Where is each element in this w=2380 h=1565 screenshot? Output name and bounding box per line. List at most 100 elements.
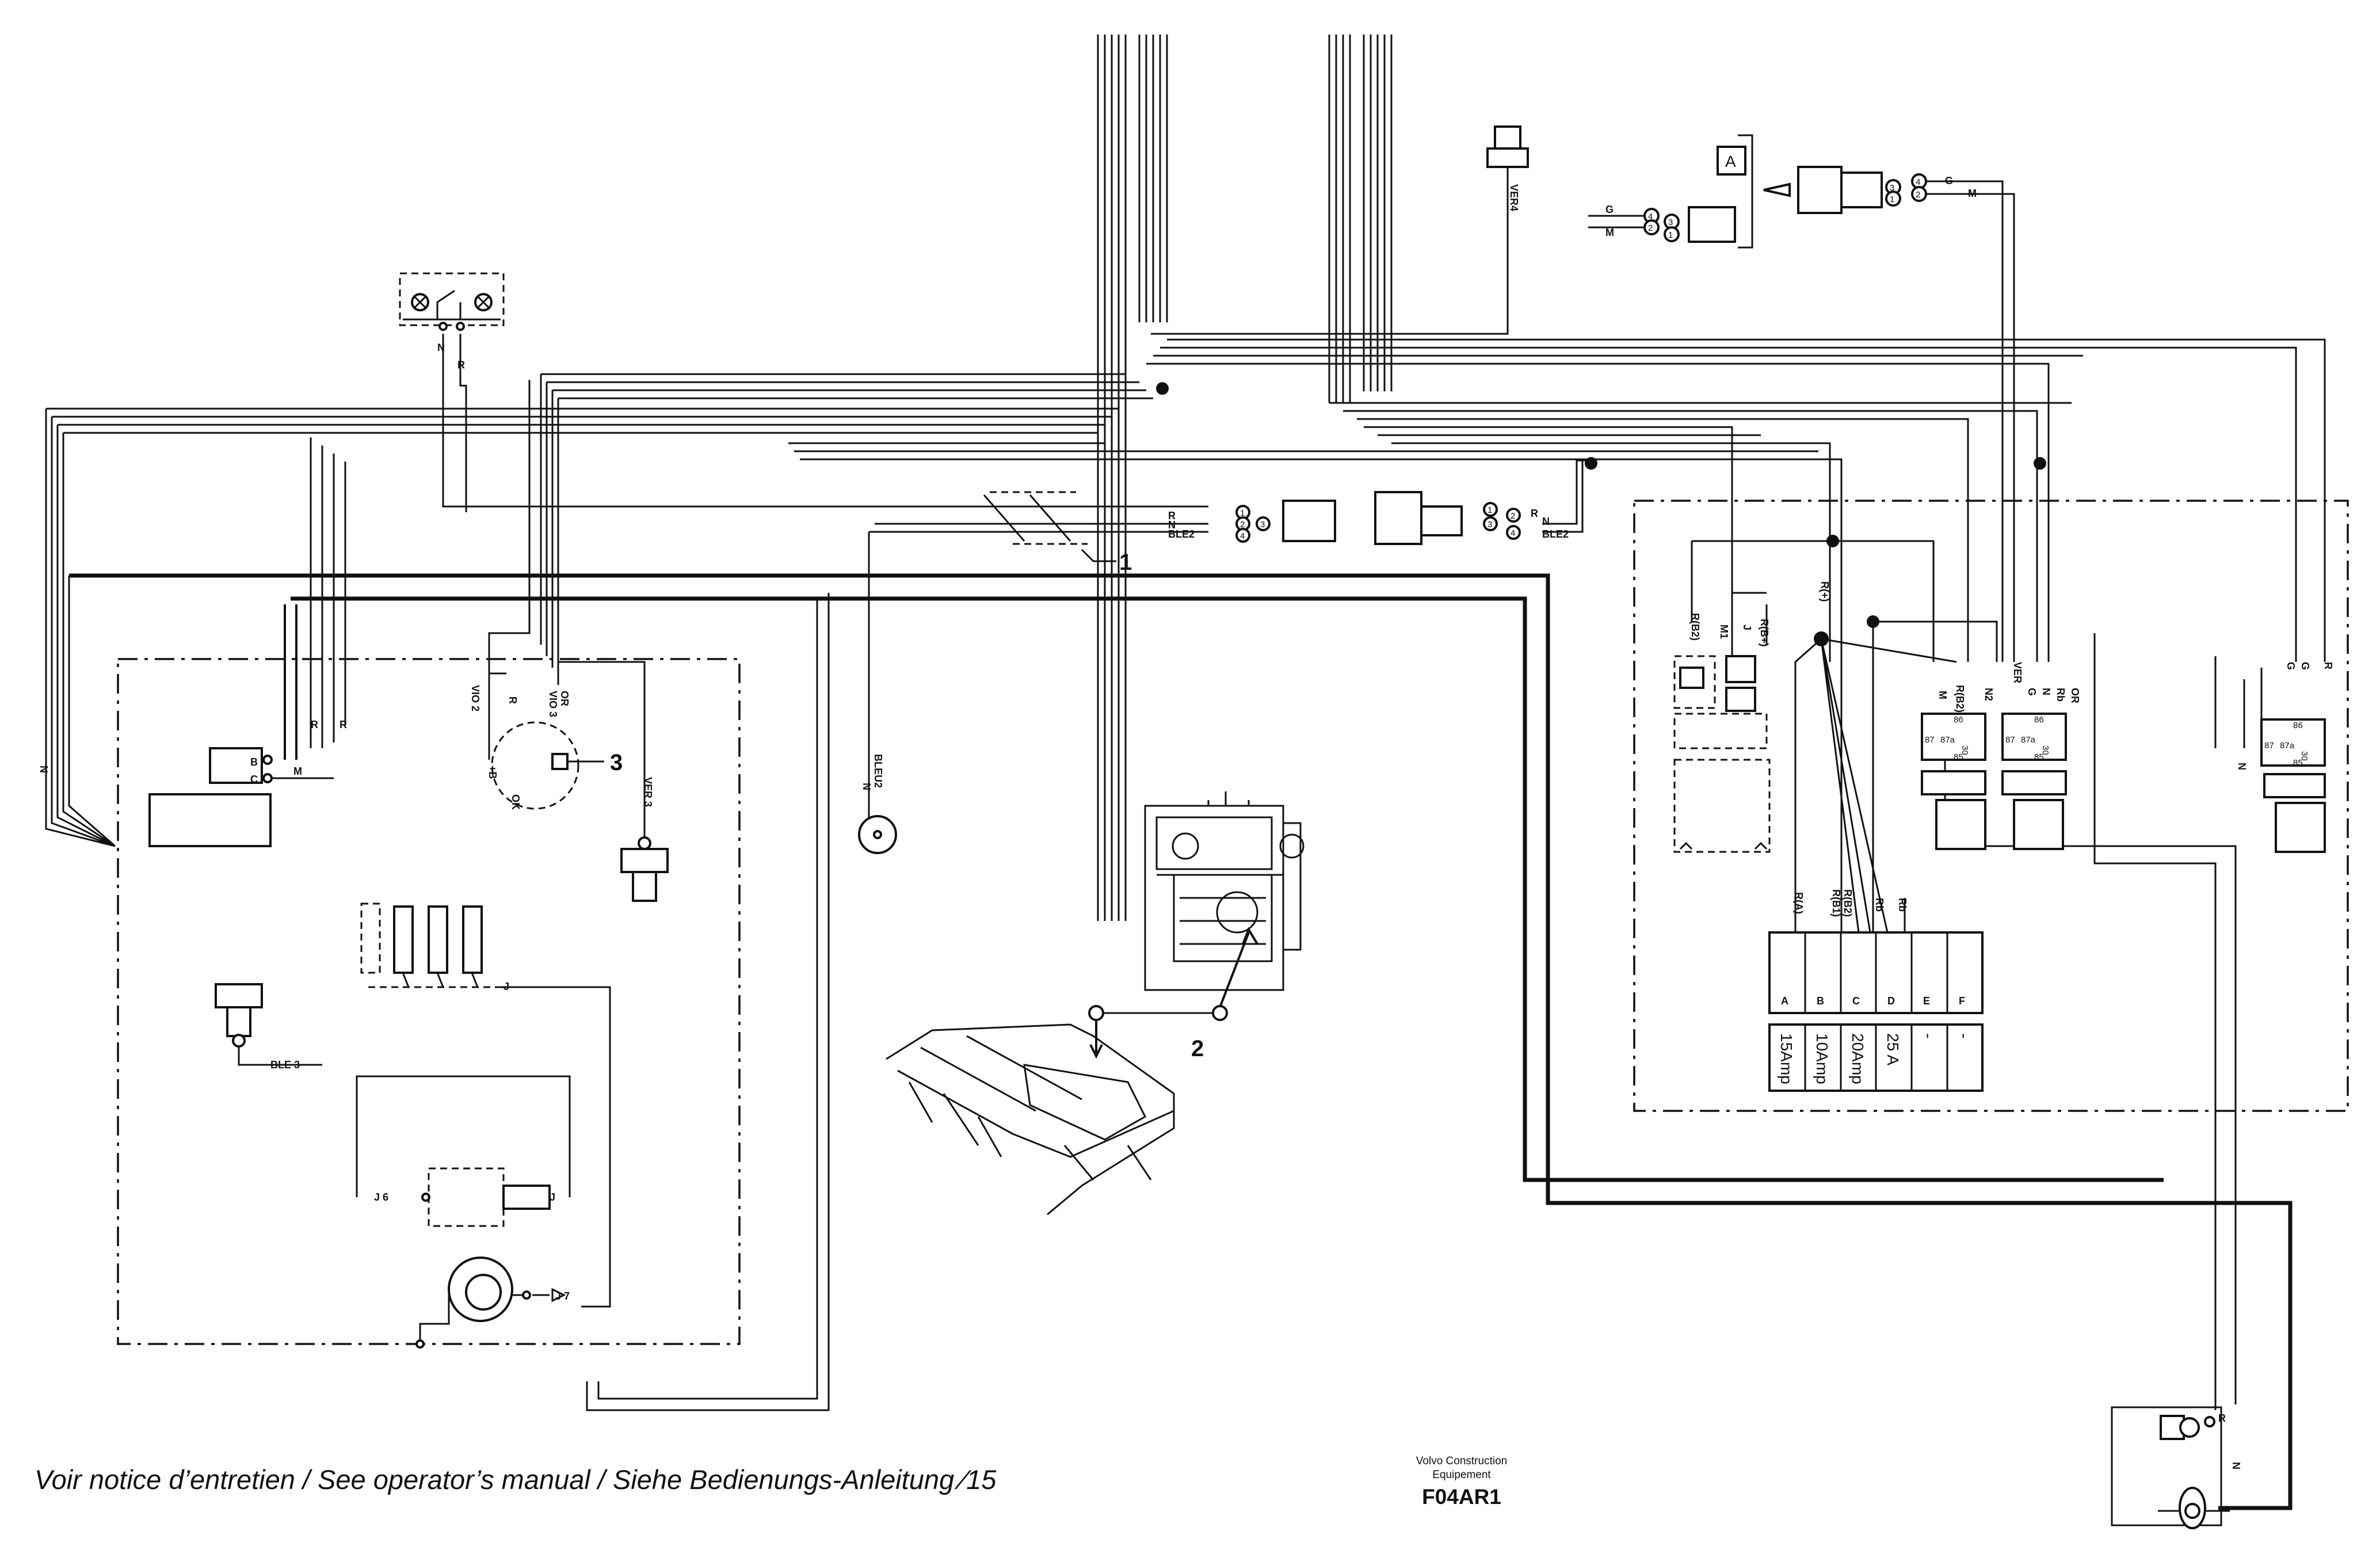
battery-wire-n: N: [2230, 1462, 2242, 1469]
svg-text:87: 87: [2264, 741, 2274, 751]
solenoid-wire-j: J: [550, 1191, 555, 1203]
wire-harness-trunk: [1097, 35, 1393, 921]
fuse-rating-d: 25 A: [1884, 1033, 1902, 1065]
fuse-rating-a: 15Amp: [1778, 1033, 1795, 1084]
sensor-wire-ver3: VER 3: [642, 777, 654, 807]
battery-master-switch: R N: [2111, 1406, 2242, 1529]
svg-text:2: 2: [1916, 190, 1920, 200]
svg-text:2: 2: [1511, 511, 1515, 521]
svg-text:3: 3: [1668, 218, 1673, 227]
switch-label-ok: OK: [510, 794, 521, 810]
relay-block-left: R(B2) M1 J R(B+) R(+): [1673, 581, 1830, 853]
drawing-code: F04AR1: [1422, 1485, 1501, 1509]
relay-1: 87 87a 30 86 85 M R(B2) N2: [1921, 685, 1994, 850]
conn1-wire-ble2: BLE2: [1168, 528, 1195, 540]
preheat-switch: +B OK VIO 2 R VIO 3 OR 3: [470, 633, 623, 810]
relay2-wire-g: G: [2026, 688, 2038, 696]
svg-text:30: 30: [2299, 751, 2309, 761]
relay-wire-rbp: R(B+): [1759, 619, 1770, 647]
fuse-rating-b: 10Amp: [1813, 1033, 1831, 1084]
relay-wire-rb2: R(B2): [1689, 613, 1701, 641]
warning-lamp-switch: N R: [399, 272, 505, 371]
battery-wire-r: R: [2218, 1412, 2226, 1424]
stop-solenoid: J 6 J: [356, 1075, 571, 1227]
svg-text:30: 30: [1960, 745, 1970, 755]
switch-wire-or: OR: [559, 691, 570, 706]
starter-motor: B C M R R: [148, 719, 347, 847]
svg-text:85: 85: [1954, 752, 1963, 762]
relay2-wire-n: N: [2040, 688, 2052, 695]
footer-manual-note: Voir notice d’entretien / See operator’s…: [35, 1464, 997, 1495]
relay3-wire-n: N: [2236, 763, 2248, 770]
sensor-wire-bleu2: BLEU2: [872, 754, 884, 788]
starter-terminal-b: B: [250, 756, 258, 768]
switch-wire-r: R: [507, 696, 518, 704]
box-a-assembly: A 3 1 4 2 G M 4 2 3 1 G M: [1588, 134, 2015, 662]
svg-text:3: 3: [1260, 520, 1265, 530]
sensor-wire-ble3: BLE 3: [270, 1059, 300, 1071]
svg-text:1: 1: [1668, 230, 1673, 240]
svg-text:87: 87: [1925, 735, 1935, 745]
brand-line-2: Equipement: [1432, 1469, 1491, 1481]
relay3-wire-g2: G: [2299, 662, 2311, 670]
sensor-ble3: BLE 3: [215, 983, 322, 1071]
fuse-letter-f: F: [1959, 995, 1965, 1007]
fuel-pump: J 7: [415, 1256, 570, 1349]
conn1-wire-r: R: [1168, 510, 1176, 521]
callout-3: 3: [610, 750, 623, 775]
fuse-block: R(A) R(B1) R(B2) Rb Rb A B C D E F 15Amp…: [1768, 889, 1984, 1092]
switch-label-plus-b: +B: [487, 766, 498, 779]
svg-text:1: 1: [1890, 195, 1894, 204]
svg-text:85: 85: [2034, 752, 2044, 762]
svg-text:4: 4: [1648, 212, 1653, 222]
fuse-letter-c: C: [1852, 995, 1860, 1007]
svg-text:4: 4: [1240, 531, 1245, 541]
brand-name: Volvo Construction Equipement: [1404, 1454, 1519, 1482]
glow-plugs: J: [360, 903, 611, 1308]
svg-text:2: 2: [1648, 223, 1653, 233]
conn2-wire-r: R: [1531, 508, 1538, 519]
boxa-left-wire-m: M: [1605, 227, 1614, 238]
fuse-wire-rb1: R(B1): [1830, 889, 1842, 917]
svg-text:87a: 87a: [2280, 741, 2295, 751]
relay2-wire-rb: Rb: [2055, 688, 2066, 702]
relay1-wire-m: M: [1937, 691, 1948, 699]
machine-frame-illustration: [886, 1023, 1175, 1216]
svg-text:87: 87: [2005, 735, 2015, 745]
boxa-wire-g: G: [1945, 175, 1953, 186]
switch-wire-vio3: VIO 3: [547, 691, 559, 717]
fuse-wire-rb-a: Rb: [1874, 898, 1885, 912]
box-a-label: A: [1725, 153, 1736, 170]
svg-text:30: 30: [2040, 745, 2050, 755]
conn2-wire-n: N: [1542, 516, 1550, 527]
svg-text:87a: 87a: [2021, 735, 2036, 745]
svg-text:87a: 87a: [1940, 735, 1955, 745]
svg-text:2: 2: [1240, 520, 1245, 530]
relay3-wire-g: G: [2285, 662, 2297, 670]
solenoid-wire-j6: J 6: [374, 1191, 388, 1203]
fuse-rating-f: -: [1955, 1033, 1973, 1038]
main-wire-rplus: R(+): [1819, 581, 1830, 602]
sensor-wire-ver4: VER4: [1508, 184, 1520, 211]
sensor-ver4: VER4: [1486, 125, 1529, 334]
svg-text:3: 3: [1488, 520, 1492, 530]
relay-2: 87 87a 30 86 85 VER G N Rb OR: [2001, 662, 2081, 850]
relay1-wire-n2: N2: [1983, 688, 1994, 701]
sensor-ver3: VER 3: [620, 777, 669, 902]
svg-text:3: 3: [1890, 183, 1894, 193]
svg-text:85: 85: [2293, 758, 2303, 768]
svg-text:86: 86: [2293, 721, 2303, 730]
relay-wire-j: J: [1741, 625, 1753, 630]
callout-1: 1: [1119, 550, 1132, 575]
svg-text:4: 4: [1511, 528, 1515, 538]
relay-wire-m1: M1: [1718, 625, 1730, 639]
callout-2: 2: [1191, 1036, 1204, 1061]
boxa-wire-m: M: [1968, 188, 1977, 199]
starter-wire-m: M: [293, 766, 302, 777]
sensor-wire-n: N: [861, 783, 872, 790]
fuse-rating-c: 20Amp: [1849, 1033, 1867, 1084]
svg-text:86: 86: [2034, 715, 2044, 725]
starter-wire-r2: R: [340, 719, 347, 730]
boxa-left-wire-g: G: [1605, 204, 1614, 215]
fuse-rating-e: -: [1920, 1033, 1937, 1038]
